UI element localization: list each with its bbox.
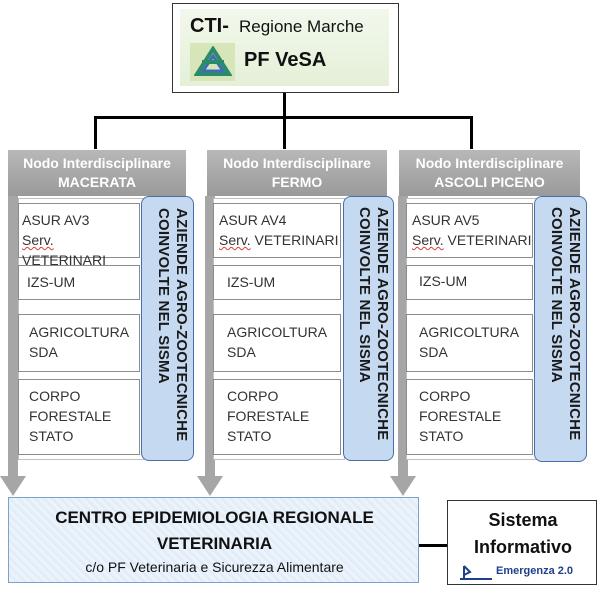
asur-veterinari: VETERINARI [443, 232, 532, 248]
aziende-box: AZIENDE AGRO-ZOOTECNICHE COINVOLTE NEL S… [534, 196, 587, 462]
cti-region: Regione Marche [239, 17, 364, 36]
pf-vesa-label: PF VeSA [244, 49, 327, 71]
centro-line2: VETERINARIA [156, 534, 273, 553]
node-header-fermo: Nodo Interdisciplinare FERMO [207, 150, 387, 196]
corpo-line1: CORPO [227, 388, 279, 404]
corpo-line1: CORPO [419, 388, 471, 404]
cell-agricoltura: AGRICOLTURA SDA [18, 314, 140, 372]
node-header-line2: MACERATA [57, 174, 137, 190]
arrow-shaft-left [8, 196, 18, 476]
arrow-head-right [390, 476, 416, 496]
cell-agricoltura: AGRICOLTURA SDA [406, 314, 533, 372]
node-header-line2: ASCOLI PICENO [434, 174, 545, 190]
arrow-head-middle [197, 476, 223, 496]
info-line2: Informativo [473, 537, 572, 557]
node-header-macerata: Nodo Interdisciplinare MACERATA [8, 150, 186, 196]
asur-line1: ASUR AV4 [219, 212, 287, 228]
corpo-line2: FORESTALE [419, 408, 502, 424]
corpo-line3: STATO [419, 428, 464, 444]
corpo-line1: CORPO [29, 388, 81, 404]
corpo-line2: FORESTALE [227, 408, 310, 424]
centro-epidemiologia-box: CENTRO EPIDEMIOLOGIA REGIONALE VETERINAR… [8, 497, 419, 583]
emergenza-label: Emergenza 2.0 [496, 565, 574, 577]
triangle-logo-icon [194, 46, 232, 76]
cell-corpo: CORPO FORESTALE STATO [18, 379, 140, 455]
centro-line3: c/o PF Veterinaria e Sicurezza Alimentar… [85, 559, 344, 575]
node-header-line1: Nodo Interdisciplinare [23, 155, 171, 171]
izs-label: IZS-UM [227, 274, 276, 290]
asur-line2: Serv. VETERINARI [22, 230, 139, 270]
izs-label: IZS-UM [27, 274, 76, 290]
arrow-shaft-right [398, 196, 408, 476]
asur-line2: Serv. VETERINARI [219, 230, 340, 250]
centro-line1: CENTRO EPIDEMIOLOGIA REGIONALE [55, 508, 374, 527]
connector-info [419, 544, 447, 547]
agri-line1: AGRICOLTURA [227, 324, 328, 340]
asur-line1: ASUR AV5 [412, 212, 480, 228]
aziende-text: AZIENDE AGRO-ZOOTECNICHE COINVOLTE NEL S… [355, 207, 391, 440]
agri-line2: SDA [29, 344, 58, 360]
cell-izs: IZS-UM [18, 265, 140, 300]
aziende-text: AZIENDE AGRO-ZOOTECNICHE COINVOLTE NEL S… [154, 208, 190, 441]
cell-asur: ASUR AV3 Serv. VETERINARI [18, 203, 140, 268]
connector-right [470, 116, 473, 149]
cti-box-inner: CTI- Regione Marche PF VeSA [180, 9, 389, 86]
cell-agricoltura: AGRICOLTURA SDA [213, 314, 341, 372]
asur-serv: Serv. [22, 232, 54, 248]
cti-prefix: CTI- [190, 15, 229, 37]
asur-serv: Serv. [219, 232, 251, 248]
aziende-line1: AZIENDE AGRO-ZOOTECNICHE [173, 208, 190, 442]
corpo-line3: STATO [227, 428, 272, 444]
cell-asur: ASUR AV5 Serv. VETERINARI [406, 203, 533, 258]
agri-line1: AGRICOLTURA [29, 324, 130, 340]
connector-top [283, 93, 286, 118]
cell-izs: IZS-UM [213, 265, 341, 300]
asur-serv: Serv. [412, 232, 444, 248]
aziende-line2: COINVOLTE NEL SISMA [548, 207, 565, 383]
arrow-head-left [0, 476, 26, 496]
asur-line2: Serv. VETERINARI [412, 230, 532, 250]
asur-veterinari: VETERINARI [22, 252, 107, 268]
aziende-box: AZIENDE AGRO-ZOOTECNICHE COINVOLTE NEL S… [343, 196, 394, 461]
aziende-line1: AZIENDE AGRO-ZOOTECNICHE [566, 207, 583, 441]
izs-label: IZS-UM [419, 273, 468, 289]
node-header-line1: Nodo Interdisciplinare [415, 155, 564, 171]
agri-line2: SDA [227, 344, 256, 360]
aziende-text: AZIENDE AGRO-ZOOTECNICHE COINVOLTE NEL S… [547, 207, 583, 440]
node-header-ascoli: Nodo Interdisciplinare ASCOLI PICENO [399, 150, 580, 196]
cell-corpo: CORPO FORESTALE STATO [406, 379, 533, 455]
cell-asur: ASUR AV4 Serv. VETERINARI [213, 203, 341, 258]
aziende-line2: COINVOLTE NEL SISMA [155, 208, 172, 384]
connector-left [94, 116, 97, 149]
info-line1: Sistema [488, 510, 558, 530]
arrow-shaft-middle [205, 196, 215, 476]
asur-line1: ASUR AV3 [22, 212, 90, 228]
corpo-line2: FORESTALE [29, 408, 112, 424]
connector-middle [283, 116, 286, 149]
aziende-box: AZIENDE AGRO-ZOOTECNICHE COINVOLTE NEL S… [141, 196, 194, 461]
asur-veterinari: VETERINARI [250, 232, 339, 248]
corpo-line3: STATO [29, 428, 74, 444]
emergenza-logo-icon [460, 565, 492, 580]
aziende-line1: AZIENDE AGRO-ZOOTECNICHE [374, 207, 391, 441]
cell-corpo: CORPO FORESTALE STATO [213, 379, 341, 455]
agri-line2: SDA [419, 344, 448, 360]
node-header-line1: Nodo Interdisciplinare [223, 155, 371, 171]
cell-izs: IZS-UM [406, 265, 533, 300]
node-header-line2: FERMO [271, 174, 323, 190]
sistema-informativo-box: Sistema Informativo Emergenza 2.0 [447, 500, 597, 585]
cti-box: CTI- Regione Marche PF VeSA [172, 3, 399, 93]
agri-line1: AGRICOLTURA [419, 324, 520, 340]
aziende-line2: COINVOLTE NEL SISMA [356, 207, 373, 383]
